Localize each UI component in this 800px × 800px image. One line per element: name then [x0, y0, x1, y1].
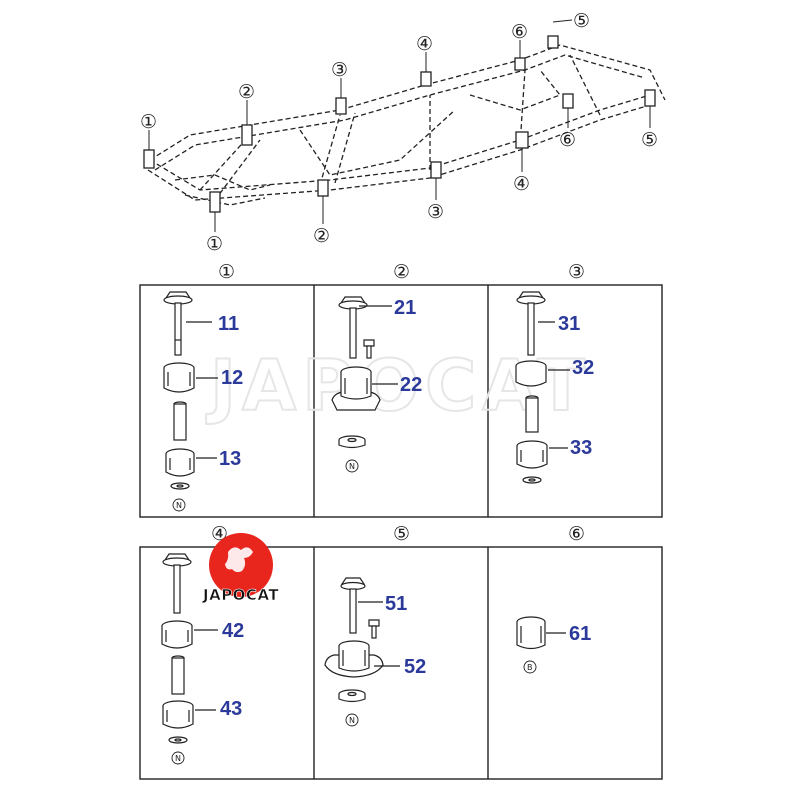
washer-panel-5 [338, 689, 366, 703]
frame-leader-lines [148, 19, 651, 232]
panel-5 [324, 577, 400, 727]
part-52: 52 [404, 656, 426, 678]
small-bolt-21 [363, 339, 375, 359]
part-33: 33 [570, 437, 592, 459]
cushion-13 [165, 448, 195, 477]
bolt-panel-4 [162, 553, 192, 614]
mount-52 [324, 640, 384, 678]
watermark-text: JAPOCAT [206, 345, 591, 427]
callout-4-lower: ④ [513, 173, 530, 195]
panel-1-note: N [176, 501, 182, 510]
bolt-11 [163, 291, 193, 356]
sleeve-panel-4 [171, 655, 185, 695]
panel-2 [331, 296, 398, 473]
logo-cat-icon [225, 547, 253, 573]
sleeve-panel-3 [525, 395, 539, 433]
panel-1-header: ① [218, 261, 235, 283]
panel-6-header: ⑥ [568, 523, 585, 545]
panel-6-note: B [527, 663, 533, 672]
bolt-51 [340, 577, 366, 634]
panel-4-note: N [175, 754, 181, 763]
cushion-43 [162, 700, 194, 729]
mount-22 [331, 366, 381, 411]
part-61: 61 [569, 623, 591, 645]
part-51: 51 [385, 593, 407, 615]
panel-3 [515, 291, 570, 484]
bolt-21 [338, 296, 368, 359]
part-43: 43 [220, 698, 242, 720]
top-panel-row [139, 284, 663, 518]
sleeve-12-collar [173, 401, 187, 441]
panel-1 [163, 291, 218, 512]
panel-2-header: ② [393, 261, 410, 283]
part-31: 31 [558, 313, 580, 335]
callout-4-upper: ④ [416, 33, 433, 55]
bottom-panel-row [139, 546, 663, 780]
chassis-frame-drawing [147, 44, 666, 206]
part-32: 32 [572, 357, 594, 379]
cushion-33 [516, 440, 548, 469]
callout-1-lower: ① [206, 233, 223, 255]
panel-3-header: ③ [568, 261, 585, 283]
callout-3-upper: ③ [331, 59, 348, 81]
panel-2-note: N [349, 462, 355, 471]
cushion-12 [163, 362, 195, 393]
frame-callouts: ① ① ② ② ③ ③ ④ ④ ⑤ ⑤ ⑥ ⑥ [140, 10, 658, 255]
panel-4 [161, 553, 218, 765]
small-bolt-panel-5 [368, 619, 380, 639]
callout-2-upper: ② [238, 81, 255, 103]
panel-6 [516, 616, 566, 674]
panel-5-header: ⑤ [393, 523, 410, 545]
washer-panel-2 [338, 435, 366, 449]
part-11: 11 [218, 313, 239, 335]
cushion-42 [161, 620, 193, 649]
callout-5-lower: ⑤ [641, 129, 658, 151]
panel-5-note: N [349, 716, 355, 725]
callout-2-lower: ② [313, 225, 330, 247]
callout-3-lower: ③ [427, 201, 444, 223]
part-21: 21 [394, 297, 416, 319]
part-12: 12 [221, 367, 243, 389]
japocat-logo: JAPOCAT [202, 533, 279, 604]
bolt-31 [516, 291, 546, 356]
nut-panel-1 [170, 482, 190, 490]
cushion-32 [515, 360, 547, 387]
nut-panel-4 [168, 736, 188, 744]
bushing-61 [516, 616, 546, 650]
part-13: 13 [219, 448, 241, 470]
frame-mounts [143, 35, 656, 213]
callout-1-upper: ① [140, 111, 157, 133]
nut-panel-3 [522, 476, 542, 484]
part-42: 42 [222, 620, 244, 642]
callout-6-lower: ⑥ [559, 129, 576, 151]
part-22: 22 [400, 374, 422, 396]
callout-6-upper: ⑥ [511, 21, 528, 43]
logo-text: JAPOCAT [202, 586, 279, 604]
panel-grid [139, 284, 663, 780]
callout-5-upper: ⑤ [573, 10, 590, 32]
